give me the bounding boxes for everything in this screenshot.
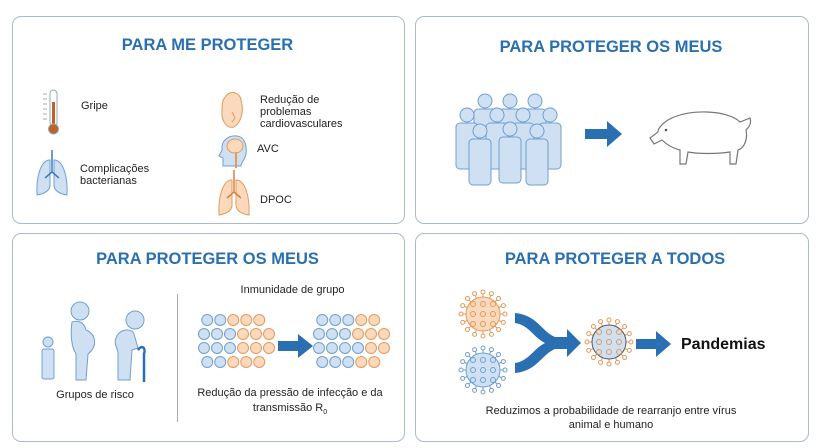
immune-person-dot [342, 314, 355, 326]
caption-line-1: Reduzimos a probabilidade de rearranjo e… [485, 405, 737, 417]
susceptible-person-dot [365, 328, 377, 340]
susceptible-person-dot [355, 314, 368, 326]
immune-person-dot [214, 314, 227, 326]
susceptible-person-dot [368, 314, 381, 326]
immune-person-dot [326, 328, 338, 340]
people-group-icon [455, 93, 562, 186]
pandemics-label: Pandemias [681, 336, 766, 353]
lungs-icon [218, 170, 250, 216]
human-virus-icon [458, 345, 508, 395]
reassortment-caption: Reduzimos a probabilidade de rearranjo e… [415, 404, 807, 432]
immune-person-dot [352, 342, 364, 354]
susceptible-person-dot [378, 342, 390, 354]
panel-para-me-proteger [12, 16, 405, 224]
item-label: AVC [257, 143, 279, 155]
immune-person-dot [224, 342, 236, 354]
immune-person-dot [316, 356, 329, 368]
reduction-label: Redução da pressão de infecção e da tran… [185, 386, 395, 420]
panel-title: PARA ME PROTEGER [121, 36, 294, 54]
immune-person-dot [342, 356, 355, 368]
immune-person-dot [211, 342, 223, 354]
person-icon [525, 123, 549, 186]
risk-groups-label: Grupos de risco [56, 389, 134, 401]
population-before-grid [198, 314, 275, 368]
reduction-line-1: Redução da pressão de infecção e da [197, 387, 383, 399]
susceptible-person-dot [368, 356, 381, 368]
panel-title: PARA PROTEGER A TODOS [504, 250, 726, 268]
caption-line-2: animal e humano [568, 419, 654, 431]
immune-person-dot [201, 356, 214, 368]
susceptible-person-dot [240, 356, 253, 368]
immune-person-dot [214, 356, 227, 368]
susceptible-person-dot [253, 356, 266, 368]
susceptible-person-dot [263, 328, 275, 340]
immune-person-dot [329, 314, 342, 326]
r0-subscript: 0 [323, 409, 328, 417]
merge-arrow-icon [515, 313, 581, 373]
arrow-right-icon [636, 331, 671, 357]
panel-title: PARA PROTEGER OS MEUS [96, 250, 319, 268]
risk-groups-icon [41, 301, 146, 382]
thermometer-icon [43, 89, 59, 135]
immune-person-dot [326, 342, 338, 354]
susceptible-person-dot [227, 356, 240, 368]
panel-title: PARA PROTEGER OS MEUS [499, 38, 723, 56]
panel-para-proteger-os-meus-top [415, 16, 809, 224]
immune-person-dot [224, 328, 236, 340]
immune-person-dot [313, 342, 325, 354]
person-icon [468, 123, 492, 186]
susceptible-person-dot [250, 328, 262, 340]
animal-virus-icon [458, 289, 508, 339]
susceptible-person-dot [263, 342, 275, 354]
immune-person-dot [313, 328, 325, 340]
lungs-icon [36, 150, 68, 196]
immune-person-dot [339, 342, 351, 354]
susceptible-person-dot [227, 314, 240, 326]
immune-person-dot [201, 314, 214, 326]
susceptible-person-dot [365, 342, 377, 354]
arrow-right-icon [585, 121, 622, 147]
pig-icon [649, 111, 752, 165]
item-label: Gripe [81, 100, 108, 112]
susceptible-person-dot [355, 356, 368, 368]
susceptible-person-dot [352, 328, 364, 340]
susceptible-person-dot [240, 314, 253, 326]
population-after-grid [313, 314, 390, 368]
susceptible-person-dot [253, 314, 266, 326]
immune-person-dot [329, 356, 342, 368]
immune-person-dot [211, 328, 223, 340]
person-icon [498, 121, 522, 184]
immune-person-dot [339, 328, 351, 340]
reassortant-virus-icon [584, 317, 634, 367]
susceptible-person-dot [237, 342, 249, 354]
immune-person-dot [198, 328, 210, 340]
susceptible-person-dot [378, 328, 390, 340]
brain-head-icon [218, 135, 247, 168]
item-label: Complicações bacterianas [80, 163, 150, 187]
immune-person-dot [316, 314, 329, 326]
reduction-line-2: transmissão R [252, 402, 324, 414]
susceptible-person-dot [237, 328, 249, 340]
immune-person-dot [198, 342, 210, 354]
arrow-right-icon [278, 334, 313, 358]
heart-icon [221, 92, 243, 128]
divider [177, 294, 178, 422]
item-label: DPOC [260, 194, 292, 206]
herd-immunity-label: Inmunidade de grupo [240, 284, 345, 296]
item-label: Redução de problemas cardiovasculares [260, 94, 343, 130]
susceptible-person-dot [250, 342, 262, 354]
